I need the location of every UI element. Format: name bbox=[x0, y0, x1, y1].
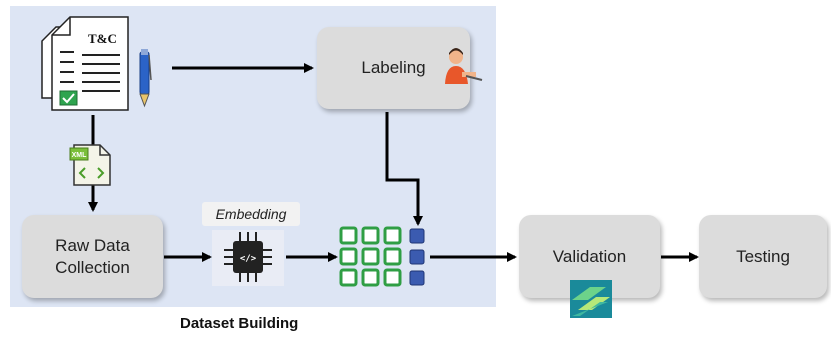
dataset-building-caption: Dataset Building bbox=[180, 315, 299, 332]
labeling-box: Labeling bbox=[317, 27, 470, 109]
validation-label: Validation bbox=[552, 246, 627, 266]
labeling-label: Labeling bbox=[361, 58, 426, 77]
validation-box: Validation bbox=[519, 215, 660, 298]
arrow-labeling-to-grid bbox=[385, 112, 423, 226]
raw-data-collection-label: Raw Data Collection bbox=[55, 235, 130, 277]
document-tag: T&C bbox=[88, 31, 117, 46]
svg-text:XML: XML bbox=[72, 152, 88, 159]
raw-data-collection-box: Raw Data Collection bbox=[22, 215, 163, 298]
embedding-label-box: Embedding bbox=[202, 202, 300, 226]
testing-label: Testing bbox=[736, 246, 790, 266]
svg-text:</>: </> bbox=[240, 254, 257, 264]
embedding-label: Embedding bbox=[215, 206, 287, 222]
testing-box: Testing bbox=[699, 215, 827, 298]
